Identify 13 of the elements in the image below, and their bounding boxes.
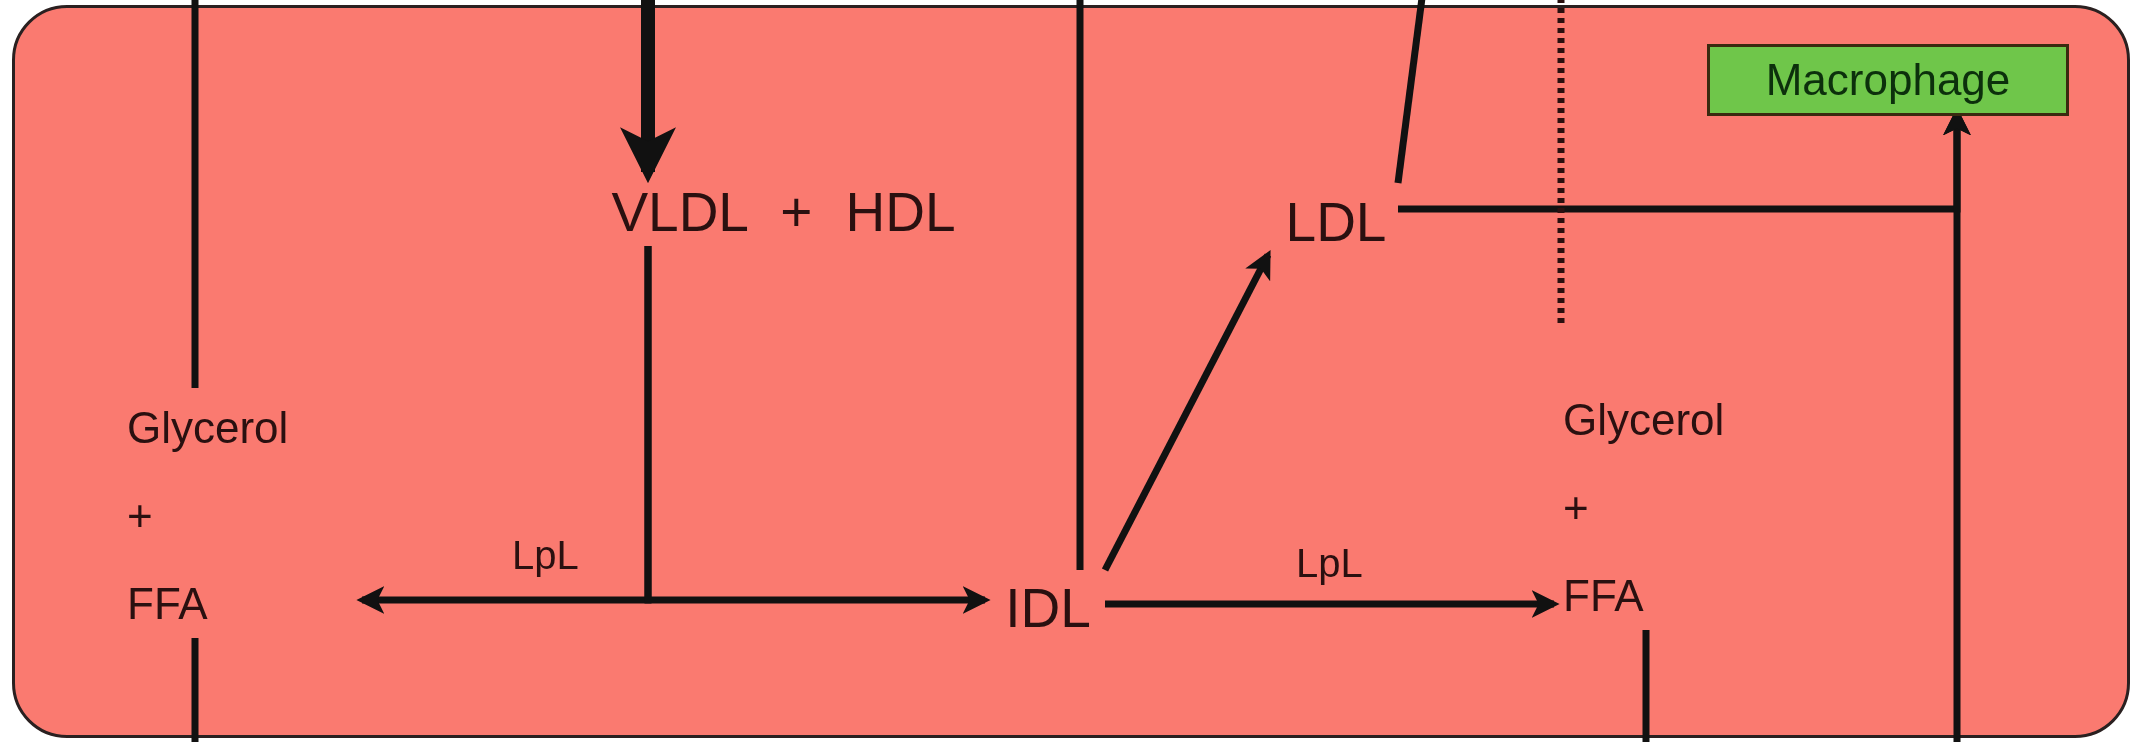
connector-line xyxy=(1076,0,1084,570)
connector-line xyxy=(1394,0,1426,184)
lipoprotein-label: IDL xyxy=(988,573,1108,643)
lipoprotein-label: VLDL + HDL xyxy=(555,175,1012,249)
product-label: Glycerol + FFA xyxy=(121,391,365,641)
arrow xyxy=(1101,250,1272,572)
lipoprotein-label: LDL xyxy=(1271,186,1401,258)
arrow xyxy=(620,0,676,184)
connector-line xyxy=(191,638,199,742)
macrophage-box: Macrophage xyxy=(1707,44,2069,116)
connector-line xyxy=(191,0,199,388)
product-label: Glycerol + FFA xyxy=(1557,383,1801,633)
connector-line xyxy=(1642,630,1650,742)
